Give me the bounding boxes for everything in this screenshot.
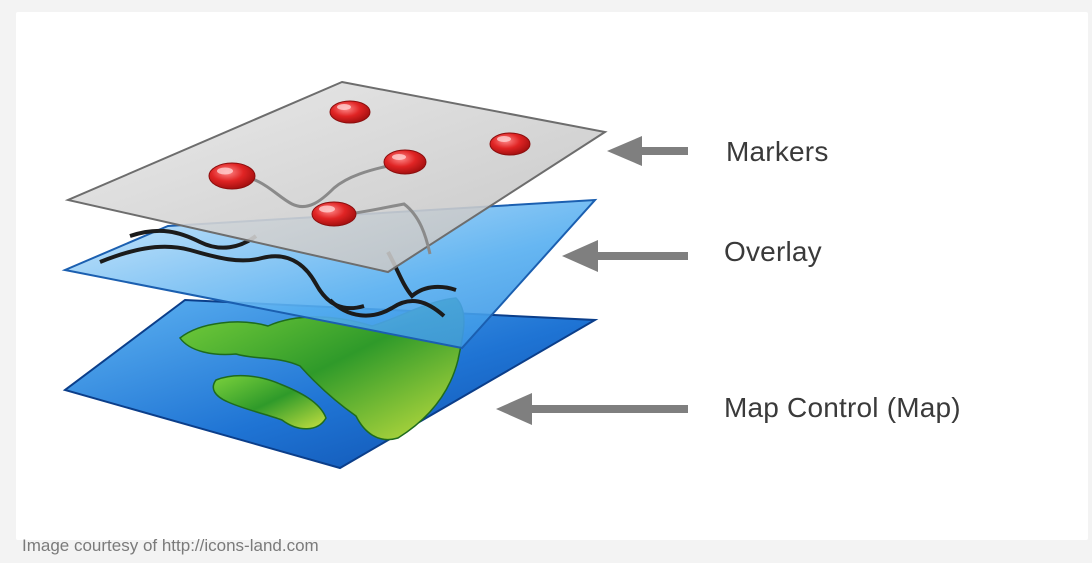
markers-sheet-route-1 xyxy=(234,164,389,209)
image-credit-caption: Image courtesy of http://icons-land.com xyxy=(22,536,319,555)
marker-pin-icon xyxy=(489,132,531,156)
overlay-route-1 xyxy=(99,244,365,311)
label-map-control: Map Control (Map) xyxy=(724,392,961,423)
marker-pin-icon xyxy=(311,201,357,227)
map-land-small xyxy=(212,374,327,430)
marker-pin-icon xyxy=(208,162,256,190)
overlay-route-3 xyxy=(129,228,258,250)
arrow-left-icon xyxy=(496,393,688,425)
arrow-left-icon xyxy=(607,136,688,166)
markers-sheet xyxy=(64,80,608,274)
arrow-left-icon xyxy=(562,240,688,272)
markers-layer xyxy=(64,80,608,274)
label-overlay: Overlay xyxy=(724,236,822,267)
marker-pin-icon xyxy=(383,149,427,175)
map-layer xyxy=(62,297,599,470)
overlay-route-2 xyxy=(328,298,446,318)
marker-pin-icon xyxy=(329,100,371,124)
label-markers: Markers xyxy=(726,136,829,167)
